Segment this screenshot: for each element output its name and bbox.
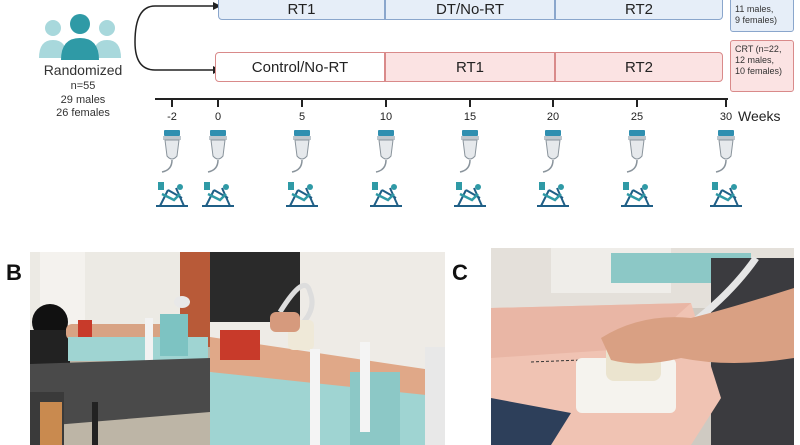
leg-press-machine-icon bbox=[368, 180, 404, 213]
ultrasound-probe-icon bbox=[712, 130, 740, 179]
tick-label: 10 bbox=[379, 111, 393, 123]
randomized-n: n=55 bbox=[70, 80, 96, 92]
leg-press-machine-icon bbox=[154, 180, 190, 213]
leg-press-machine-icon bbox=[619, 180, 655, 213]
randomized-males: 29 males bbox=[60, 94, 106, 106]
ultrasound-probe-icon bbox=[623, 130, 651, 179]
ultrasound-probe-icon bbox=[456, 130, 484, 179]
tick-label: 0 bbox=[214, 111, 222, 123]
top-group-label: 11 males, 9 females) bbox=[730, 0, 794, 32]
leg-press-machine-icon bbox=[452, 180, 488, 213]
bottom-box-rt2: RT2 bbox=[555, 52, 723, 82]
bottom-group-label: CRT (n=22, 12 males, 10 females) bbox=[730, 40, 794, 92]
ultrasound-probe-icon bbox=[288, 130, 316, 179]
leg-press-machine-icon bbox=[284, 180, 320, 213]
branch-arrows bbox=[134, 2, 221, 74]
leg-press-machine-icon bbox=[708, 180, 744, 213]
panel-b-photo-left bbox=[30, 252, 210, 445]
people-group-icon bbox=[39, 14, 121, 60]
tick-label: 5 bbox=[298, 111, 306, 123]
top-box-dt-no-rt: DT/No-RT bbox=[385, 0, 555, 20]
panel-b-photo-right bbox=[210, 252, 445, 445]
tick-label: 20 bbox=[546, 111, 560, 123]
bottom-box-control: Control/No-RT bbox=[215, 52, 385, 82]
bottom-box-rt1: RT1 bbox=[385, 52, 555, 82]
ultrasound-probe-icon bbox=[372, 130, 400, 179]
tick-label: -2 bbox=[167, 111, 177, 123]
tick-label: 30 bbox=[719, 111, 733, 123]
leg-press-machine-icon bbox=[535, 180, 571, 213]
leg-press-machine-icon bbox=[200, 180, 236, 213]
tick-label: 15 bbox=[463, 111, 477, 123]
top-box-rt1: RT1 bbox=[218, 0, 385, 20]
timeline-axis bbox=[155, 98, 728, 107]
panel-c-letter: C bbox=[452, 260, 468, 285]
panel-c-photo bbox=[491, 248, 794, 445]
panel-b-letter: B bbox=[6, 260, 22, 285]
ultrasound-probe-icon bbox=[539, 130, 567, 179]
ultrasound-probe-icon bbox=[204, 130, 232, 179]
randomized-females: 26 females bbox=[56, 107, 110, 119]
tick-label: 25 bbox=[630, 111, 644, 123]
timeline-unit-label: Weeks bbox=[738, 108, 781, 124]
ultrasound-probe-icon bbox=[158, 130, 186, 179]
randomized-title: Randomized bbox=[43, 62, 123, 78]
top-box-rt2: RT2 bbox=[555, 0, 723, 20]
